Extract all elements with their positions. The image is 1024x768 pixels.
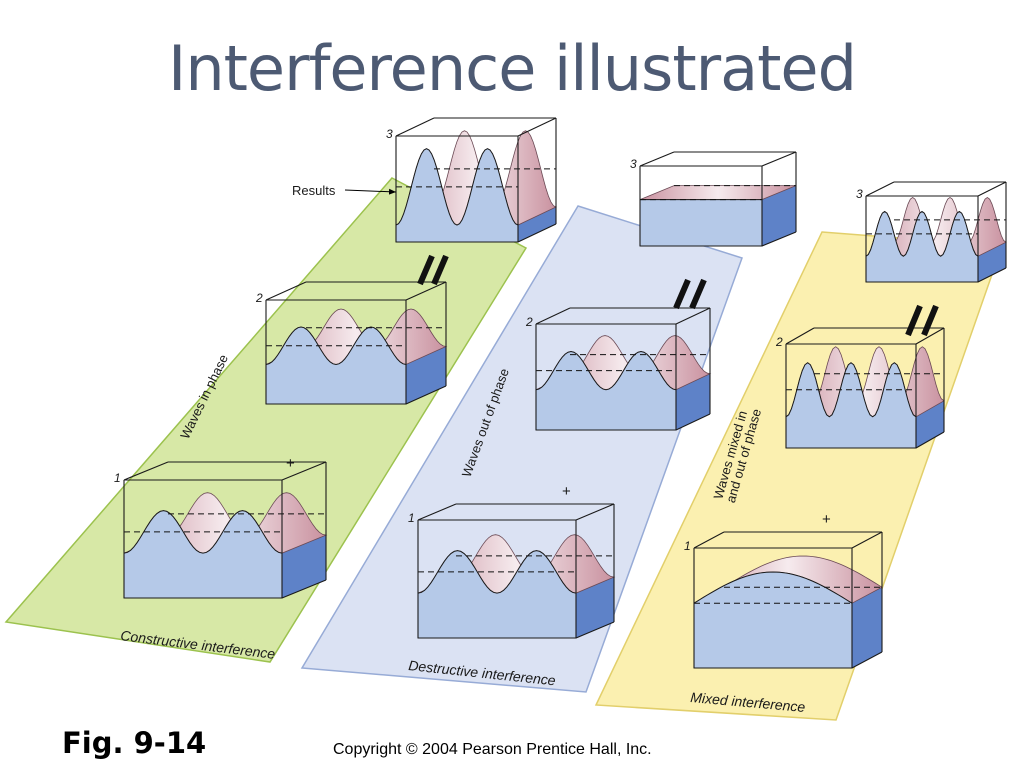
- water-front-face: [395, 148, 519, 243]
- water-side-face: [762, 185, 796, 246]
- water-side-face: [676, 373, 710, 430]
- wave-box-constructive-3: 3: [386, 117, 557, 243]
- wave-box-constructive-2: 2: [255, 281, 448, 405]
- water-side-face: [576, 577, 614, 638]
- box-number-label: 1: [114, 471, 121, 485]
- box-edge: [535, 307, 571, 325]
- box-edge: [123, 461, 169, 481]
- wave-box-constructive-1: 1: [114, 461, 328, 599]
- box-number-label: 2: [255, 291, 263, 305]
- box-edge: [281, 579, 327, 599]
- box-edge: [785, 327, 815, 345]
- wave-box-mixed-3: 3: [856, 181, 1007, 283]
- slide-title: Interference illustrated: [168, 32, 857, 105]
- water-front-face: [265, 326, 407, 405]
- box-edge: [517, 117, 557, 137]
- water-side-face: [518, 207, 556, 242]
- wave-box-destructive-1: 1: [408, 503, 616, 639]
- copyright-notice: Copyright © 2004 Pearson Prentice Hall, …: [333, 741, 652, 758]
- box-number-label: 2: [525, 315, 533, 329]
- water-front-face: [639, 199, 763, 247]
- box-number-label: 3: [630, 157, 637, 171]
- box-edge: [915, 327, 945, 345]
- water-side-face: [916, 400, 944, 448]
- box-edge: [915, 431, 945, 449]
- plus-sign-destructive: +: [562, 483, 571, 500]
- wave-box-destructive-3: 3: [630, 151, 797, 247]
- box-edge: [865, 181, 895, 197]
- water-front-face: [865, 210, 979, 283]
- box-edge: [395, 117, 435, 137]
- box-edge: [281, 461, 327, 481]
- box-number-label: 2: [775, 335, 783, 349]
- water-side-face: [282, 535, 326, 598]
- wave-boxes: 1 2 3 1 2 3 1 2 3: [114, 117, 1007, 669]
- box-edge: [575, 503, 615, 521]
- plus-sign-mixed: +: [822, 511, 831, 528]
- box-number-label: 3: [386, 127, 393, 141]
- equals-sign-mixed: [905, 304, 939, 337]
- box-edge: [405, 281, 447, 301]
- water-side-face: [406, 346, 446, 404]
- wave-box-mixed-2: 2: [775, 327, 945, 449]
- equals-sign-destructive: [673, 278, 707, 310]
- box-number-label: 1: [684, 539, 691, 553]
- water-front-face: [123, 510, 283, 599]
- box-edge: [575, 621, 615, 639]
- box-edge: [265, 281, 307, 301]
- box-edge: [761, 151, 797, 167]
- wave-box-destructive-2: 2: [525, 307, 712, 431]
- results-label: Results: [292, 183, 336, 198]
- figure-label: Fig. 9-14: [62, 726, 207, 760]
- water-side-face: [978, 242, 1006, 282]
- plus-sign-constructive: +: [286, 455, 295, 472]
- box-edge: [977, 267, 1007, 283]
- box-edge: [417, 503, 457, 521]
- box-edge: [761, 231, 797, 247]
- box-edge: [675, 307, 711, 325]
- box-number-label: 1: [408, 511, 415, 525]
- equals-sign-constructive: [417, 254, 449, 286]
- box-edge: [639, 151, 675, 167]
- box-edge: [851, 651, 883, 669]
- water-front-face: [693, 571, 853, 669]
- box-edge: [693, 531, 725, 549]
- results-arrow: [344, 188, 397, 195]
- box-edge: [675, 413, 711, 431]
- water-front-face: [785, 362, 917, 449]
- box-edge: [405, 385, 447, 405]
- box-edge: [851, 531, 883, 549]
- wave-box-mixed-1: 1: [684, 531, 883, 669]
- water-front-face: [417, 550, 577, 639]
- box-edge: [517, 223, 557, 243]
- box-edge: [977, 181, 1007, 197]
- water-side-face: [852, 587, 882, 668]
- box-number-label: 3: [856, 187, 863, 201]
- water-front-face: [535, 351, 677, 431]
